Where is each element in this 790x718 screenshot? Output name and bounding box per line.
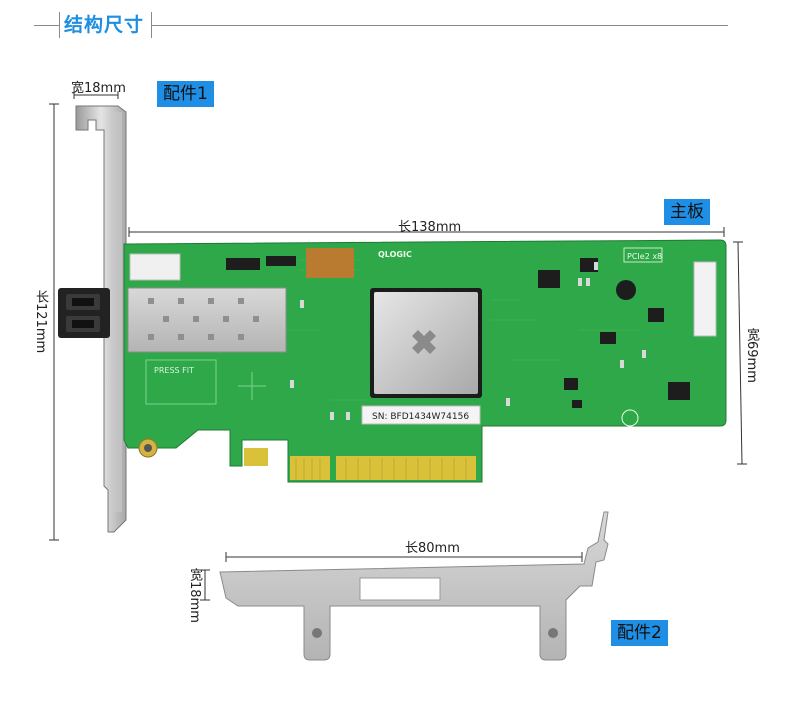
sfp-connector: [58, 288, 110, 338]
brand-text: QLOGIC: [378, 250, 412, 259]
header-rule-left: [34, 25, 60, 26]
bracket2-length-dim: 长80mm: [405, 541, 460, 556]
serial-text: SN: BFD1434W74156: [372, 412, 469, 422]
bracket2-width-dim: 宽18mm: [187, 568, 202, 623]
bracket1-width-dim: 宽18mm: [71, 81, 126, 96]
section-title: 结构尺寸: [64, 14, 145, 36]
part2-label: 配件2: [611, 620, 668, 646]
pcie-text: PCIe2 x8: [627, 252, 662, 261]
header-tick-left: [59, 12, 60, 38]
card-width-dim: 宽69mm: [744, 328, 759, 383]
header-rule-right: [151, 25, 728, 26]
dimension-lines: [49, 91, 747, 601]
press-fit-text: PRESS FIT: [154, 366, 194, 375]
bracket-2: [219, 511, 609, 661]
part1-label: 配件1: [157, 81, 214, 107]
bracket1-height-dim: 长121mm: [33, 290, 48, 354]
mainboard-label: 主板: [664, 199, 710, 225]
card-length-dim: 长138mm: [398, 220, 462, 235]
pcb-board: PRESS FIT QLOGIC PCIe2 x8 SN: BFD1434W74…: [123, 239, 727, 483]
